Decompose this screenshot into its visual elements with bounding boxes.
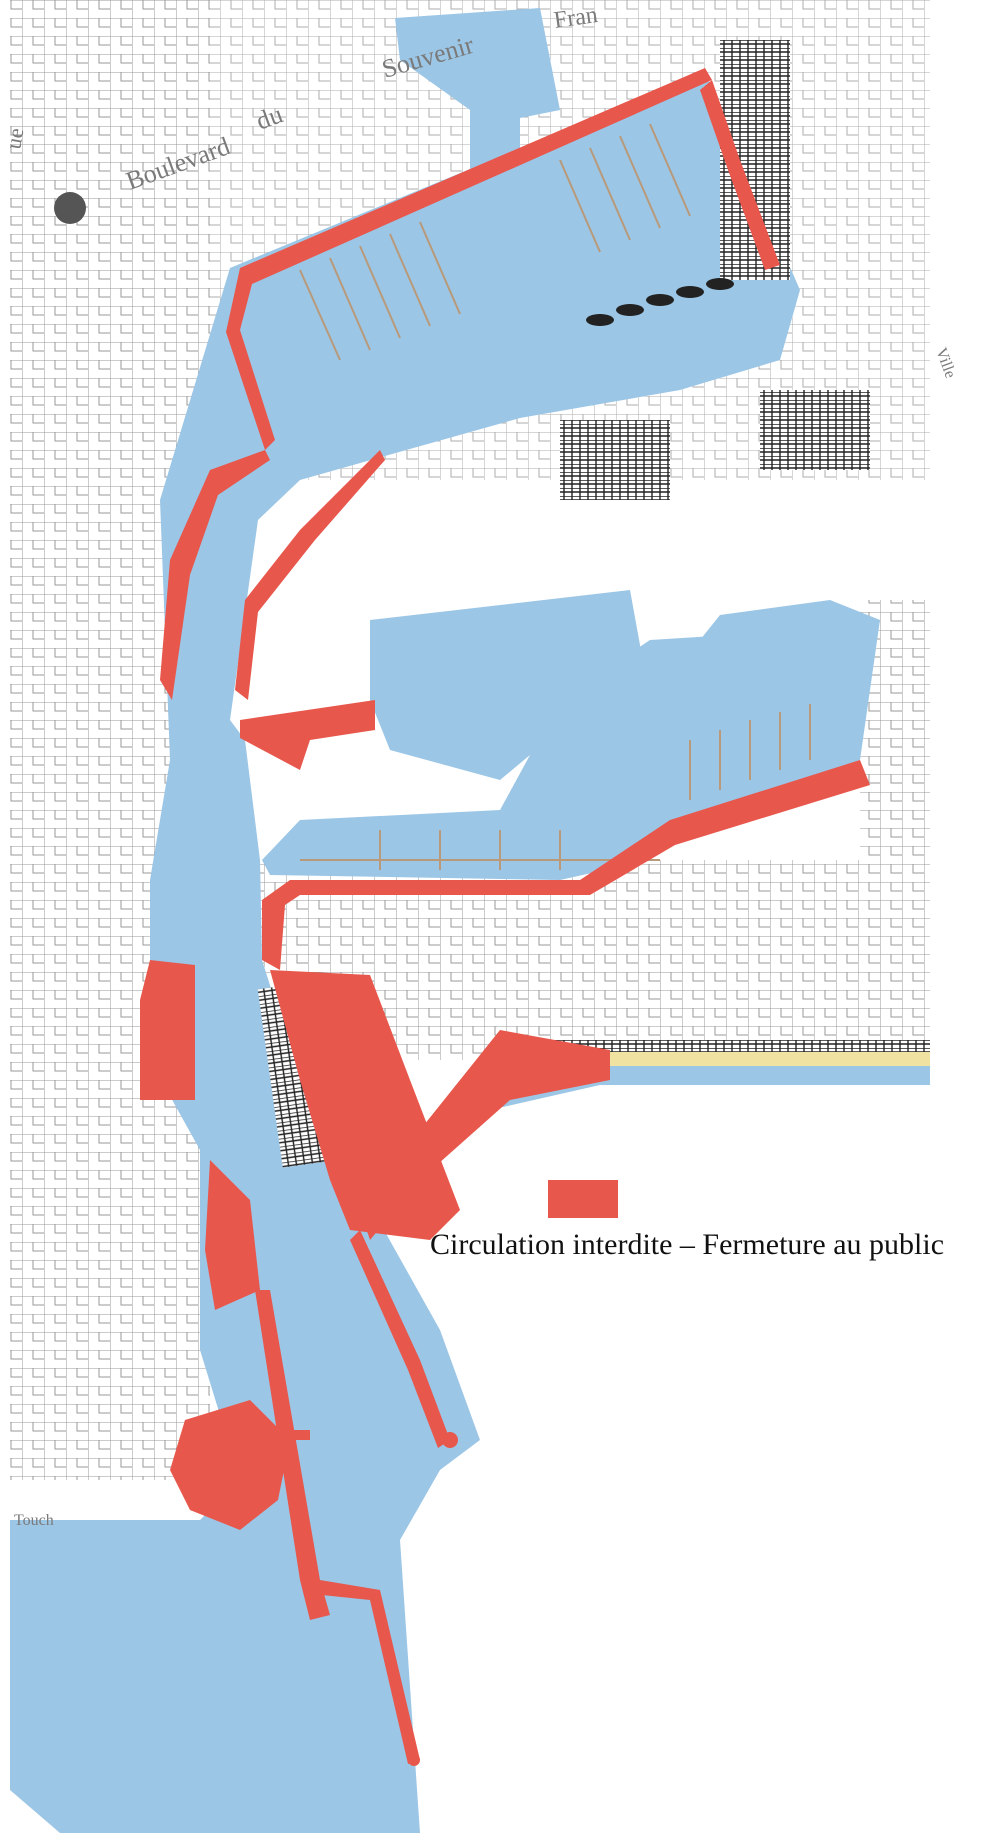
legend-label: Circulation interdite – Fermeture au pub… (430, 1228, 945, 1261)
street-label-ville: Ville (932, 346, 959, 381)
promenade (500, 1040, 930, 1052)
closed-zones (140, 68, 870, 1766)
roundabout (54, 192, 86, 224)
street-label-rue-left: ue (0, 126, 28, 151)
street-label-touch: Touch (14, 1512, 54, 1529)
legend: Circulation interdite – Fermeture au pub… (430, 1180, 986, 1280)
moored-boats (586, 278, 734, 326)
street-label-fran: Fran (552, 2, 599, 34)
pontoons (299, 123, 811, 870)
beach (610, 1052, 930, 1066)
legend-swatch-closed-zone (548, 1180, 618, 1218)
